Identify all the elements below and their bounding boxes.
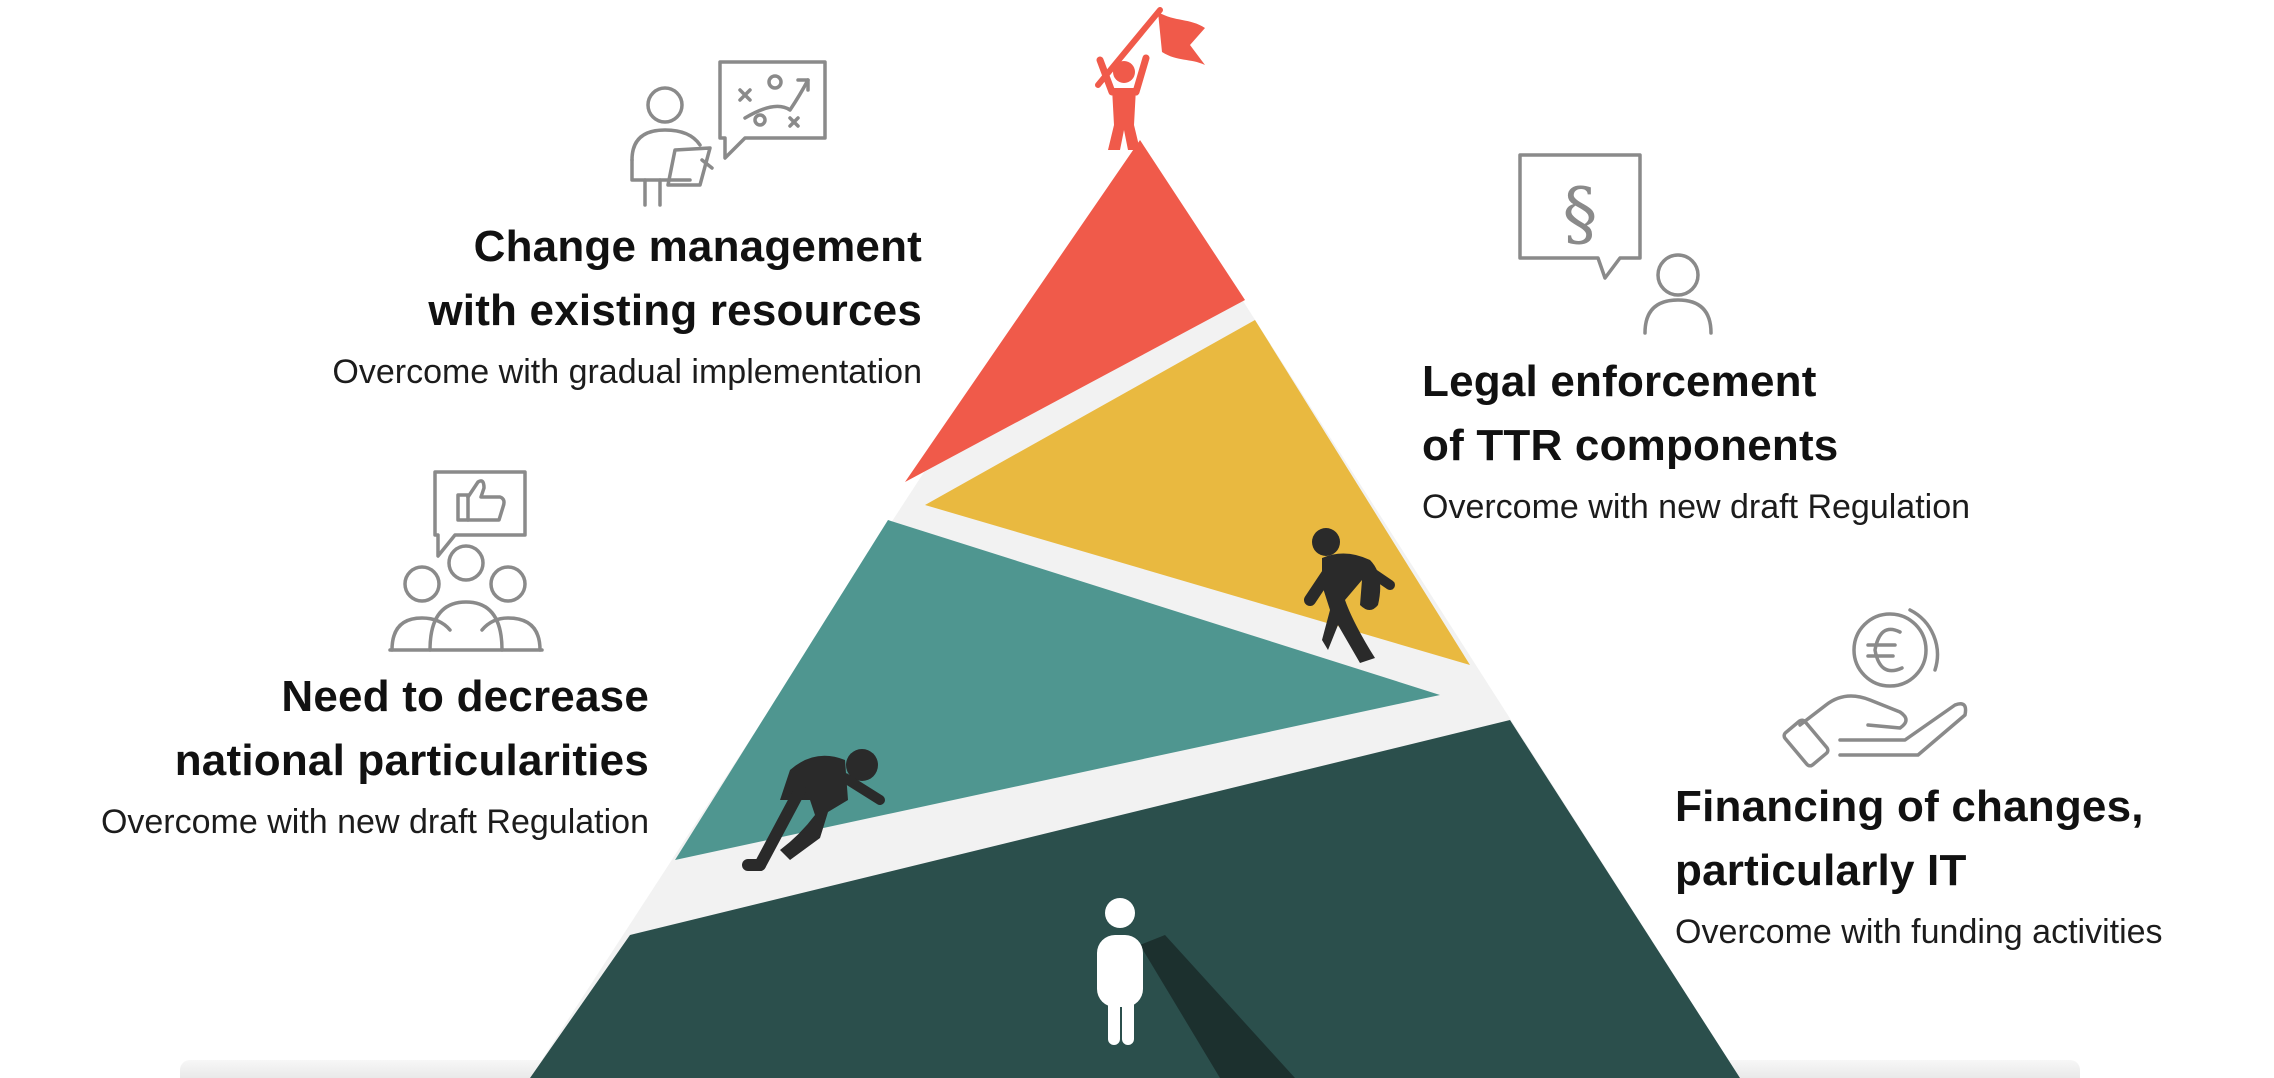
challenge-subtitle: Overcome with new draft Regulation	[1422, 488, 1971, 526]
challenge-title-line2: of TTR components	[1422, 421, 1839, 470]
presenter-strategy-board-icon	[630, 60, 827, 207]
challenge-title-line2: particularly IT	[1675, 846, 1967, 895]
standing-person-icon	[1097, 898, 1143, 1045]
paragraph-speech-person-icon: §	[1518, 153, 1713, 335]
person-shadow	[1140, 935, 1295, 1078]
challenge-title-line1: Financing of changes,	[1675, 782, 2144, 831]
group-thumbs-up-icon	[388, 470, 544, 652]
challenge-title-line1: Legal enforcement	[1422, 357, 1817, 406]
challenge-subtitle: Overcome with funding activities	[1675, 913, 2163, 951]
crawling-person-icon	[742, 749, 885, 871]
challenge-title-line1: Change management	[473, 222, 922, 271]
climbing-person-icon	[1304, 528, 1395, 663]
euro-hand-icon	[1782, 608, 1968, 768]
pyramid-tier-base	[530, 720, 1740, 1078]
challenge-financing: Financing of changes, particularly IT Ov…	[1675, 775, 2163, 961]
pyramid-tier-top	[905, 140, 1245, 482]
svg-text:§: §	[1563, 173, 1598, 255]
challenge-title-line1: Need to decrease	[281, 672, 649, 721]
challenge-change-management: Change management with existing resource…	[332, 215, 922, 401]
flag-person-icon	[1095, 7, 1205, 150]
challenge-subtitle: Overcome with new draft Regulation	[100, 803, 649, 841]
challenge-legal-enforcement: Legal enforcement of TTR components Over…	[1422, 350, 1970, 536]
challenge-national-particularities: Need to decrease national particularitie…	[101, 665, 649, 851]
challenge-title-line2: with existing resources	[428, 286, 922, 335]
challenge-title-line2: national particularities	[174, 736, 649, 785]
challenge-subtitle: Overcome with gradual implementation	[332, 353, 922, 391]
